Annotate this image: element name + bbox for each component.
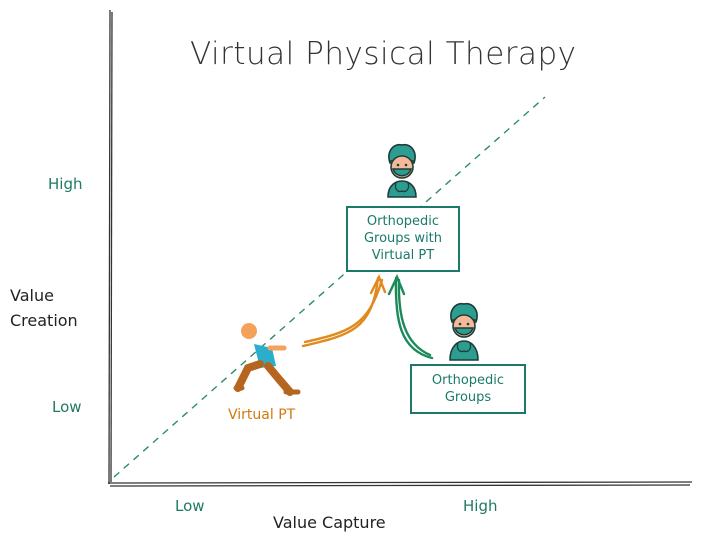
exercising-person-icon (233, 323, 301, 396)
y-axis-label-line2: Creation (10, 311, 78, 330)
x-tick-high: High (463, 497, 498, 515)
node-orthopedic-groups-with-virtual-pt: Orthopedic Groups with Virtual PT (346, 206, 460, 272)
node-label-line2: Groups (444, 390, 492, 405)
x-tick-low: Low (175, 497, 205, 515)
y-tick-high: High (48, 175, 83, 193)
node-label-line3: Virtual PT (371, 248, 435, 263)
x-axis (107, 481, 693, 487)
node-label-line2: Groups with (363, 231, 443, 246)
green-arrow (387, 274, 434, 360)
y-axis-label: Value Creation (10, 283, 100, 333)
diagonal-dashed-line (113, 96, 546, 478)
surgeon-icon (387, 143, 417, 198)
surgeon-icon (449, 302, 479, 361)
node-label-line1: Orthopedic (366, 214, 440, 229)
y-tick-low: Low (52, 398, 82, 416)
x-axis-label: Value Capture (273, 513, 386, 532)
node-orthopedic-groups: Orthopedic Groups (410, 364, 526, 414)
orange-arrow (301, 274, 387, 348)
y-axis (108, 9, 113, 485)
y-axis-label-line1: Value (10, 286, 54, 305)
node-virtual-pt-label: Virtual PT (228, 407, 296, 423)
chart-title: Virtual Physical Therapy (190, 36, 577, 72)
node-label-line1: Orthopedic (431, 373, 505, 388)
